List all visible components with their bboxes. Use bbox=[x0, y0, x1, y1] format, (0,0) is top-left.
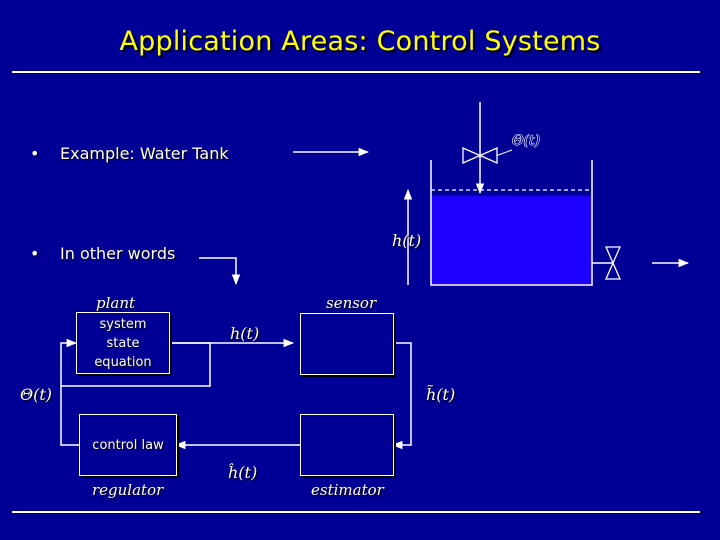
inflow-label: Θ(t) bbox=[512, 133, 541, 149]
sensor-heading: sensor bbox=[326, 294, 377, 312]
outflow-valve-top-icon bbox=[605, 246, 621, 265]
inflow-valve bbox=[462, 102, 513, 195]
bullet-marker: • bbox=[30, 244, 40, 263]
bullet-water-tank: • Example: Water Tank bbox=[30, 144, 229, 163]
sensor-to-estimator-arrow bbox=[391, 342, 412, 450]
plant-box: system state equation bbox=[76, 312, 170, 374]
plant-line-3: equation bbox=[94, 355, 152, 370]
bullet-text: Example: Water Tank bbox=[60, 144, 229, 163]
control-law-label: control law bbox=[92, 438, 164, 453]
measured-signal-label: h̃(t) bbox=[426, 385, 456, 404]
tank-walls bbox=[430, 160, 593, 286]
plant-line-1: system bbox=[99, 317, 147, 332]
outflow-valve-bottom-icon bbox=[605, 261, 621, 280]
valve-left-icon bbox=[462, 147, 482, 164]
regulator-box: control law bbox=[79, 414, 177, 476]
bullet-other-words: • In other words bbox=[30, 244, 175, 263]
input-signal-label: Θ(t) bbox=[20, 385, 53, 404]
estimator-box bbox=[300, 414, 394, 476]
level-label: h(t) bbox=[392, 231, 422, 250]
outflow-valve bbox=[592, 246, 690, 280]
plant-heading: plant bbox=[96, 294, 136, 312]
valve-leader bbox=[496, 149, 513, 156]
regulator-heading: regulator bbox=[92, 481, 164, 499]
valve-right-icon bbox=[478, 147, 498, 164]
plant-feedback-line bbox=[61, 342, 211, 387]
bullet-marker: • bbox=[30, 144, 40, 163]
sensor-box bbox=[300, 313, 394, 375]
footer-divider bbox=[12, 511, 700, 513]
plant-line-2: state bbox=[106, 336, 140, 351]
title-divider bbox=[12, 71, 700, 73]
regulator-to-plant-arrow bbox=[60, 338, 79, 446]
water-tank bbox=[430, 160, 593, 286]
slide-title: Application Areas: Control Systems bbox=[119, 26, 601, 57]
bullet-text: In other words bbox=[60, 244, 176, 263]
tank-water bbox=[431, 196, 592, 285]
estimator-heading: estimator bbox=[311, 481, 384, 499]
other-words-arrow bbox=[199, 257, 241, 286]
estimated-signal-label: ĥ(t) bbox=[228, 463, 258, 482]
plant-output-label: h(t) bbox=[230, 324, 260, 343]
